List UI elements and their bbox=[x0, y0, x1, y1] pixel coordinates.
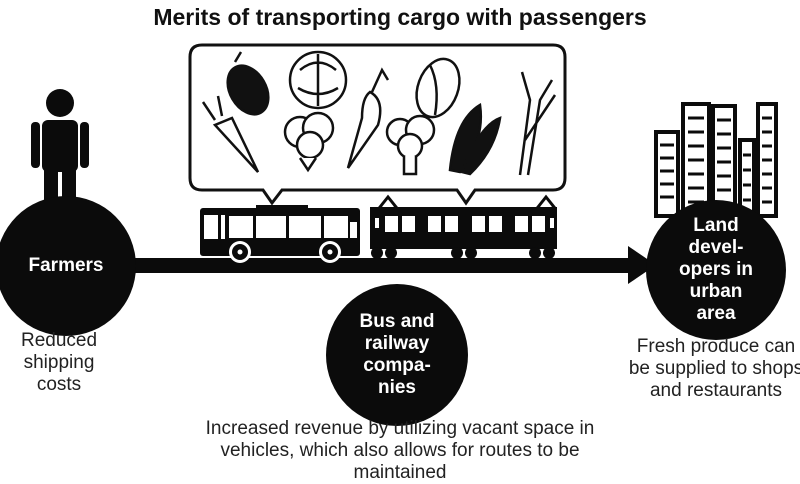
operators-node: Bus and railway compa-nies bbox=[326, 284, 468, 426]
spinach-icon bbox=[448, 102, 502, 176]
carrot-icon bbox=[201, 95, 260, 173]
daikon-icon bbox=[346, 67, 390, 169]
farmers-node: Farmers bbox=[0, 196, 136, 336]
developers-caption: Fresh produce can be supplied to shops a… bbox=[628, 336, 800, 401]
city-buildings-icon bbox=[654, 102, 778, 218]
broccoli-icon bbox=[283, 111, 335, 173]
operators-caption: Increased revenue by utilizing vacant sp… bbox=[205, 418, 595, 483]
green-onion-icon bbox=[518, 71, 557, 176]
diagram-title: Merits of transporting cargo with passen… bbox=[153, 4, 647, 30]
developers-label: Land devel-opers in urban area bbox=[679, 215, 753, 324]
chinese-cabbage-icon bbox=[415, 57, 461, 119]
developers-node: Land devel-opers in urban area bbox=[646, 200, 786, 340]
operators-label: Bus and railway compa-nies bbox=[359, 311, 435, 398]
train-icon bbox=[370, 194, 557, 259]
eggplant-icon bbox=[226, 51, 270, 116]
farmers-label: Farmers bbox=[28, 255, 104, 276]
bus-icon bbox=[200, 205, 360, 263]
farmers-caption: Reduced shipping costs bbox=[20, 330, 98, 395]
flow-arrow bbox=[120, 246, 656, 284]
cabbage-icon bbox=[288, 50, 348, 110]
broccoli-icon-2 bbox=[385, 114, 436, 176]
